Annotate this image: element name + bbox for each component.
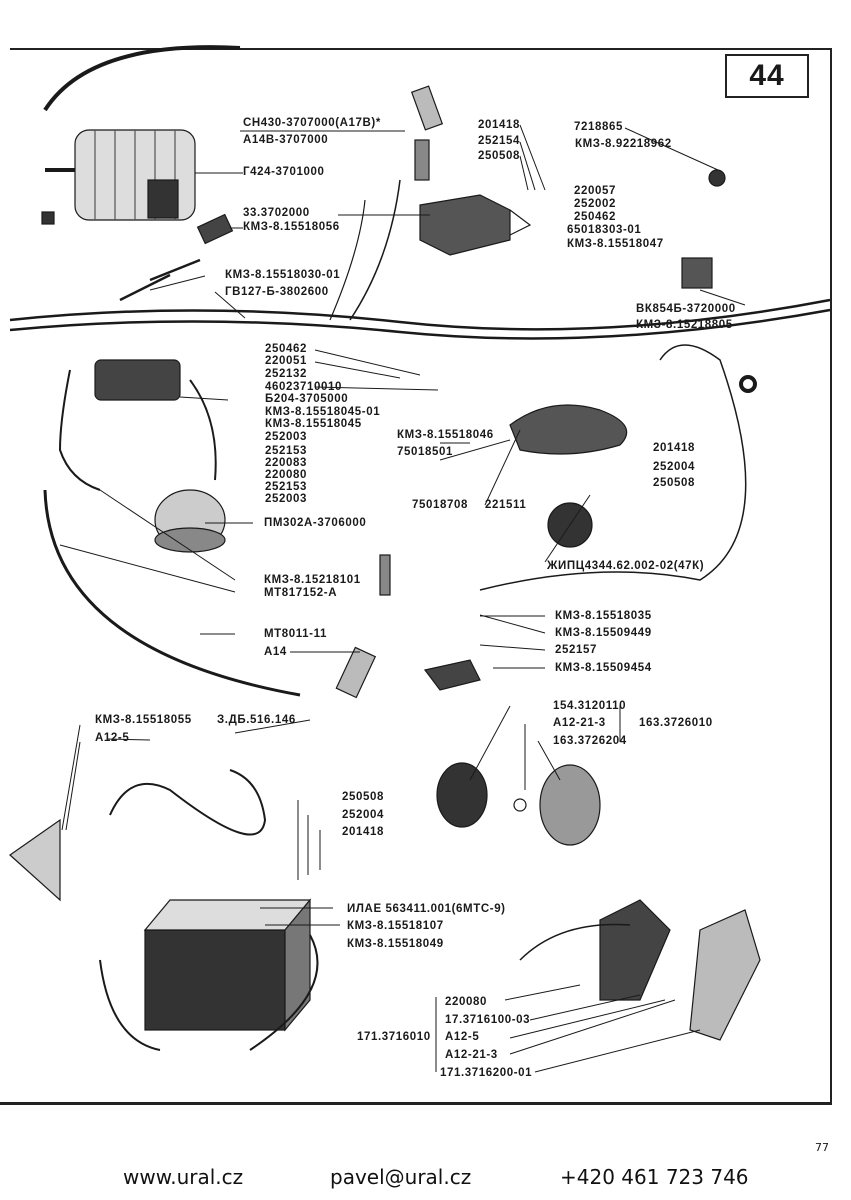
label-15518035: КМЗ-8.15518035 [555,610,652,622]
label-252004-b: 252004 [342,809,384,821]
label-battery: ИЛАЕ 563411.001(6МТС-9) [347,903,506,915]
label-220080-a: 220080 [265,469,307,481]
number-plate-lamp-drawing [519,899,761,1041]
frame-bottom-rule [0,1102,832,1105]
label-220083: 220083 [265,457,307,469]
label-252002: 252002 [574,198,616,210]
label-154-3120110: 154.3120110 [553,700,627,712]
label-sparkplug-cap: СН430-3707000(А17В)* [243,117,381,129]
label-a12-5-b: А12-5 [445,1031,480,1043]
label-252153-a: 252153 [265,445,307,457]
label-15518055: КМЗ-8.15518055 [95,714,192,726]
label-92218962: КМЗ-8.92218962 [575,138,672,150]
label-horn-pm302: ПМ302А-3706000 [264,517,367,529]
tail-lamp-drawing [436,762,601,846]
label-252157: 252157 [555,644,597,656]
spark-plug-drawing [410,85,444,181]
label-a12-21-3-a: А12-21-3 [553,717,606,729]
label-201418: 201418 [478,119,520,131]
label-cable-3db: З.ДБ.516.146 [217,714,296,726]
label-7218865: 7218865 [574,121,623,133]
label-15518107: КМЗ-8.15518107 [347,920,444,932]
label-220080-b: 220080 [445,996,487,1008]
label-a12-5-a: А12-5 [95,732,130,744]
label-250508-b: 250508 [653,477,695,489]
label-15218101: КМЗ-8.15218101 [264,574,361,586]
label-regulator: 33.3702000 [243,207,310,219]
frame-top-rule [10,48,832,50]
horn-cable-drawing [9,769,267,902]
label-65018303-01: 65018303-01 [567,224,642,236]
label-75018708: 75018708 [412,499,468,511]
switch-drawing [681,169,757,393]
footer-phone: +420 461 723 746 [560,1165,749,1189]
connector-drawing [196,213,234,245]
label-group-171-3716010: 171.3716010 [357,1031,431,1043]
label-15518046: КМЗ-8.15518046 [397,429,494,441]
label-250508: 250508 [478,150,520,162]
regulator-drawing [419,194,532,256]
footer-email[interactable]: pavel@ural.cz [330,1165,472,1189]
label-15509454: КМЗ-8.15509454 [555,662,652,674]
battery-drawing [99,898,319,1051]
label-252003-b: 252003 [265,493,307,505]
label-201418-b: 201418 [653,442,695,454]
label-252153-b: 252153 [265,481,307,493]
label-250508-c: 250508 [342,791,384,803]
ignition-coil-drawing [58,359,217,491]
label-coil-b204: Б204-3705000 [265,393,349,405]
label-163-3726204: 163.3726204 [553,735,627,747]
horn-drawing [43,489,301,697]
label-75018501: 75018501 [397,446,453,458]
indicator-panel-drawing [479,344,747,591]
label-15518049: КМЗ-8.15518049 [347,938,444,950]
label-15518047: КМЗ-8.15518047 [567,238,664,250]
label-a12-21-3-b: А12-21-3 [445,1049,498,1061]
label-171-3716200-01: 171.3716200-01 [440,1067,533,1079]
label-250462: 250462 [574,211,616,223]
label-221511: 221511 [485,499,527,511]
label-sparkplug: А14В-3707000 [243,134,329,146]
label-15509449: КМЗ-8.15509449 [555,627,652,639]
label-250462-b: 250462 [265,343,307,355]
label-201418-c: 201418 [342,826,384,838]
label-252004-a: 252004 [653,461,695,473]
leader-lines [59,124,746,1073]
small-plug-drawing [335,554,481,699]
label-15518045-01: КМЗ-8.15518045-01 [265,406,381,418]
label-15518045: КМЗ-8.15518045 [265,418,362,430]
label-220051: 220051 [265,355,307,367]
label-socket-zhipc: ЖИПЦ4344.62.002-02(47К) [547,560,705,572]
harness-drawing [9,179,831,340]
footer-website[interactable]: www.ural.cz [123,1165,244,1189]
label-17-3716100-03: 17.3716100-03 [445,1014,531,1026]
page-number: 77 [815,1141,829,1154]
label-252132: 252132 [265,368,307,380]
label-group-163-3726010: 163.3726010 [639,717,713,729]
label-harness: ГВ127-Б-3802600 [225,286,329,298]
label-252154: 252154 [478,135,520,147]
label-15218805: КМЗ-8.15218805 [636,319,733,331]
section-number-box: 44 [725,54,809,98]
generator-drawing [41,45,241,225]
label-mt817152: МТ817152-А [264,587,338,599]
label-46023710010: 46023710010 [265,381,342,393]
frame-right-rule [830,48,832,1104]
label-wire-gen: КМЗ-8.15518030-01 [225,269,341,281]
label-220057: 220057 [574,185,616,197]
label-generator: Г424-3701000 [243,166,325,178]
label-mt8011: МТ8011-11 [264,628,327,640]
label-switch-vk854: ВК854Б-3720000 [636,303,736,315]
label-252003-a: 252003 [265,431,307,443]
label-a14: А14 [264,646,287,658]
label-connector-gen: КМЗ-8.15518056 [243,221,340,233]
